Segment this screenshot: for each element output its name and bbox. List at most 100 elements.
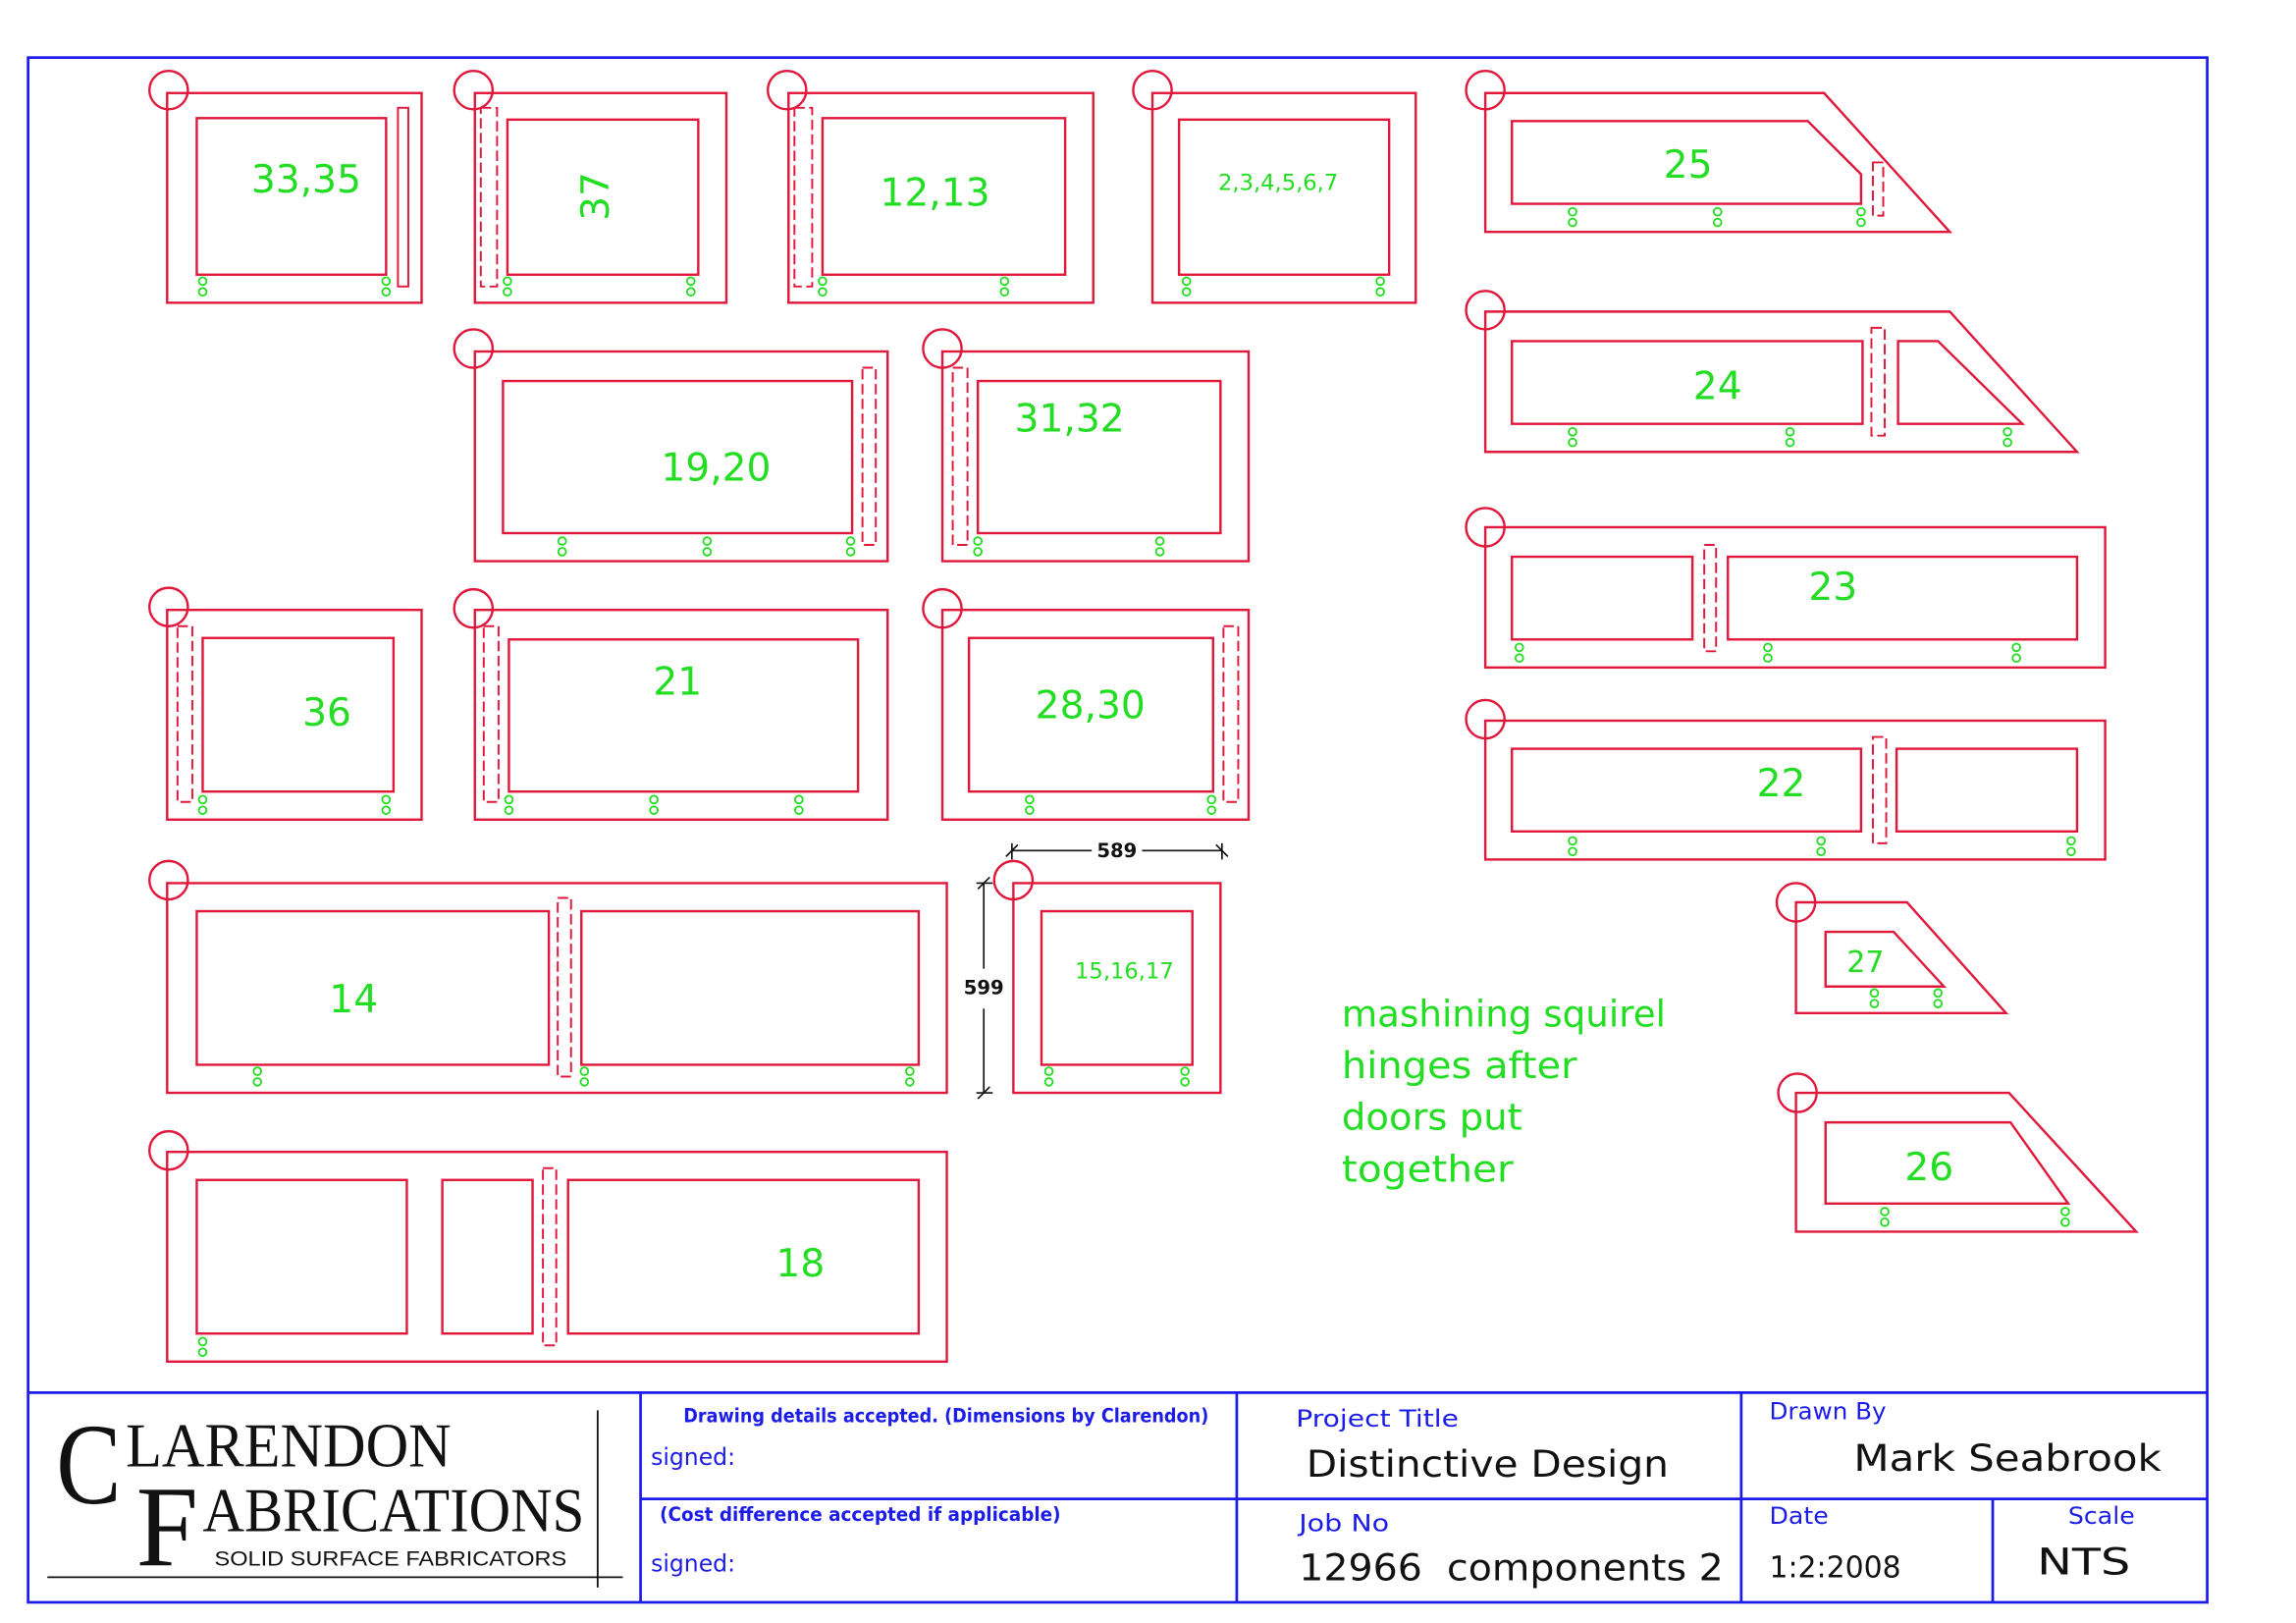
panel-opening: [1824, 1120, 2071, 1206]
logo-word-fabrications: ABRICATIONS: [202, 1477, 584, 1545]
hinge-mark: [818, 276, 828, 298]
panel-opening: [1895, 747, 2079, 834]
panel-outline: [166, 1150, 948, 1363]
corner-marker: [1777, 1072, 1818, 1113]
hinge-mark: [1043, 1066, 1054, 1087]
panel-outline: [473, 91, 728, 304]
panel-26: 26: [1777, 1072, 2139, 1233]
corner-marker: [1465, 507, 1506, 548]
date-label: Date: [1769, 1502, 1828, 1530]
author-section: Drawn By Mark Seabrook Date 1:2:2008 Sca…: [1769, 1397, 2162, 1585]
panel-label: 26: [1904, 1146, 1953, 1190]
note-line: hinges after: [1342, 1044, 1577, 1087]
hinge-strip: [482, 624, 500, 803]
corner-marker: [148, 586, 189, 627]
drawing-frame: [27, 56, 2209, 1604]
hinge-mark: [845, 536, 856, 557]
hinge-mark: [2066, 836, 2076, 857]
panel-19-20: 19,20: [453, 328, 889, 563]
corner-marker: [766, 69, 808, 111]
hinge-mark: [649, 794, 659, 815]
sheet-border: [27, 56, 2209, 1604]
approval-statement: Drawing details accepted. (Dimensions by…: [683, 1404, 1208, 1427]
drawn-by: Mark Seabrook: [1853, 1436, 2162, 1480]
project-title: Distinctive Design: [1307, 1442, 1669, 1486]
panel-opening: [1511, 555, 1694, 641]
hinge-strip: [1703, 544, 1718, 653]
panel-opening: [1511, 747, 1863, 834]
panel-outline: [1794, 1091, 2139, 1233]
panel-22: 22: [1465, 698, 2107, 861]
hinge-strip: [951, 366, 969, 546]
hinge-mark: [504, 794, 514, 815]
hinge-mark: [1869, 988, 1880, 1008]
hinge-mark: [197, 1336, 208, 1357]
hinge-mark: [973, 536, 984, 557]
panel-33-35: 33,35: [148, 69, 423, 304]
corner-marker: [148, 1129, 189, 1171]
hinge-strip: [479, 106, 499, 288]
panel-opening: [566, 1178, 921, 1335]
panel-outline: [166, 91, 423, 304]
hinge-mark: [1568, 206, 1577, 228]
corner-marker: [1465, 290, 1506, 331]
panel-opening: [1511, 120, 1863, 205]
hinge-strip: [397, 106, 409, 288]
hinge-strip: [176, 624, 193, 803]
panel-opening: [1177, 118, 1391, 276]
note-line: together: [1342, 1147, 1514, 1190]
hinge-mark: [1514, 642, 1524, 664]
hinge-strip: [1871, 161, 1885, 217]
hinge-strip: [1870, 326, 1887, 437]
hinge-strip: [861, 366, 878, 546]
panel-2-3-4-5-6-7: 2,3,4,5,6,7: [1132, 69, 1417, 304]
panel-opening: [976, 379, 1222, 535]
panel-outline: [166, 608, 423, 821]
dimension-width-value: 589: [1096, 839, 1137, 862]
panel-opening: [821, 117, 1067, 276]
hinge-mark: [1206, 794, 1217, 815]
panel-label: 37: [574, 172, 618, 221]
panel-label: 24: [1693, 365, 1742, 409]
hinge-mark: [1154, 536, 1165, 557]
panel-21: 21: [453, 587, 889, 821]
panel-28-30: 28,30: [922, 587, 1251, 821]
job-no-label: Job No: [1297, 1510, 1389, 1538]
hinge-mark: [2060, 1207, 2070, 1227]
corner-marker: [148, 69, 189, 111]
corner-marker: [1465, 698, 1506, 740]
corner-marker: [1465, 69, 1506, 111]
panel-label: 14: [329, 978, 378, 1022]
panel-outline: [166, 882, 948, 1095]
hinge-mark: [381, 794, 392, 815]
project-title-label: Project Title: [1296, 1405, 1459, 1433]
hinge-mark: [1181, 276, 1192, 298]
logo-initial-f: F: [136, 1463, 198, 1591]
note-line: doors put: [1342, 1096, 1522, 1139]
hinge-mark: [1816, 836, 1827, 857]
hinge-mark: [1763, 642, 1773, 664]
hinge-mark: [1180, 1066, 1190, 1087]
panel-outline: [940, 608, 1251, 821]
panel-label: 15,16,17: [1075, 959, 1174, 985]
logo-tagline: SOLID SURFACE FABRICATORS: [215, 1547, 567, 1570]
logo-word-clarendon: LARENDON: [126, 1412, 452, 1481]
panel-opening: [201, 636, 396, 793]
panel-opening: [502, 379, 854, 535]
panel-outline: [1012, 882, 1222, 1095]
cost-statement: (Cost difference accepted if applicable): [660, 1503, 1060, 1526]
hinge-mark: [1933, 988, 1944, 1008]
signature-label: signed:: [651, 1549, 735, 1577]
hinge-mark: [905, 1066, 915, 1087]
hinge-mark: [2002, 426, 2012, 448]
panel-37: 37: [453, 69, 728, 304]
panel-outline: [473, 350, 889, 563]
hinge-mark: [1856, 206, 1866, 228]
hinge-mark: [1785, 426, 1795, 448]
signature-label: signed:: [651, 1443, 735, 1471]
logo-initial-c: C: [56, 1401, 121, 1529]
hinge-mark: [503, 276, 512, 298]
hinge-strip: [1222, 624, 1240, 803]
company-logo: C LARENDON F ABRICATIONS SOLID SURFACE F…: [47, 1401, 623, 1591]
